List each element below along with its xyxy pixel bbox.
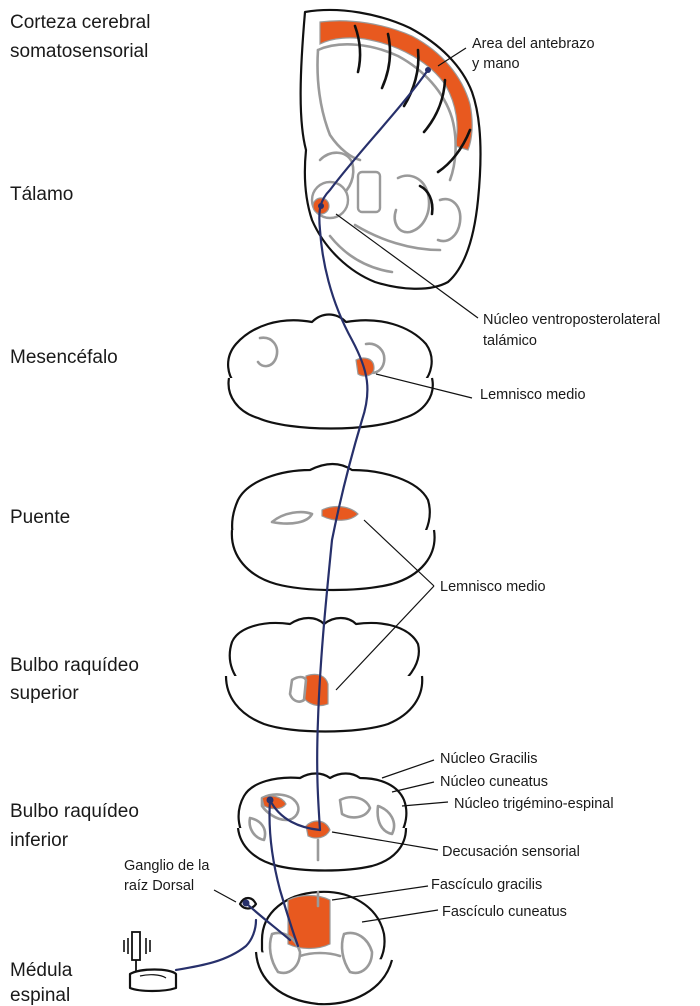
level-label-upper-medulla: Bulbo raquídeo	[10, 655, 139, 676]
upper-medulla-lemniscus	[304, 674, 328, 705]
level-label-upper-medulla: superior	[10, 683, 79, 704]
lower-medulla-section	[238, 774, 406, 871]
label-medial-lemniscus-shared: Lemnisco medio	[440, 579, 546, 595]
level-label-spinal-cord: Médula	[10, 960, 73, 981]
label-vpl-nucleus: talámico	[483, 333, 537, 349]
label-dorsal-root-ganglion: raíz Dorsal	[124, 878, 194, 894]
label-vpl-nucleus: Núcleo ventroposterolateral	[483, 312, 660, 328]
label-nucleus-trigeminal: Núcleo trigémino-espinal	[454, 796, 614, 812]
finger-vibration-icon	[124, 932, 176, 991]
midbrain-section	[228, 315, 433, 429]
level-label-cortex: Corteza cerebral	[10, 12, 150, 33]
level-label-midbrain: Mesencéfalo	[10, 347, 118, 368]
level-label-spinal-cord: espinal	[10, 985, 70, 1006]
level-label-cortex: somatosensorial	[10, 41, 148, 62]
spinal-cord-section	[256, 892, 392, 1004]
label-dorsal-root-ganglion: Ganglio de la	[124, 858, 210, 874]
pathway-terminal-cortex	[425, 67, 431, 73]
level-label-pons: Puente	[10, 507, 70, 528]
label-medial-lemniscus-midbrain: Lemnisco medio	[480, 387, 586, 403]
cortex-section	[301, 10, 481, 289]
label-nucleus-cuneatus: Núcleo cuneatus	[440, 774, 548, 790]
level-label-lower-medulla: Bulbo raquídeo	[10, 801, 139, 822]
label-forearm-hand-area: y mano	[472, 56, 520, 72]
label-fasciculus-gracilis: Fascículo gracilis	[431, 877, 542, 893]
level-label-thalamus: Tálamo	[10, 184, 73, 205]
pathway-synapse-thalamus	[318, 203, 324, 209]
dorsal-root-ganglion	[240, 898, 256, 909]
label-forearm-hand-area: Area del antebrazo	[472, 36, 595, 52]
label-fasciculus-cuneatus: Fascículo cuneatus	[442, 904, 567, 920]
label-sensory-decussation: Decusación sensorial	[442, 844, 580, 860]
pons-section	[232, 464, 435, 590]
level-label-lower-medulla: inferior	[10, 830, 69, 851]
label-nucleus-gracilis: Núcleo Gracilis	[440, 751, 538, 767]
